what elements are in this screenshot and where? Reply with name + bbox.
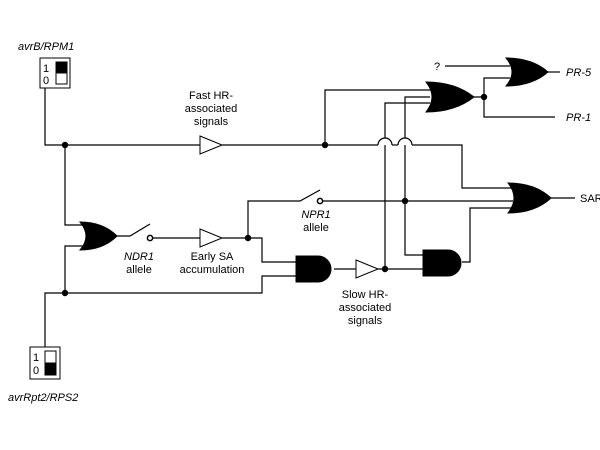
junction-dot — [244, 234, 252, 242]
junction-dot — [61, 289, 69, 297]
early-sa-label-2: accumulation — [180, 264, 245, 276]
or-gate-ndr1 — [78, 221, 118, 251]
switch-avrRpt2-RPS2: 1 0 — [29, 346, 61, 380]
junction-dot — [381, 265, 389, 273]
junction-dot — [61, 141, 69, 149]
early-sa-buffer — [199, 228, 224, 248]
slow-hr-buffer — [355, 259, 380, 279]
or-gate-pr5 — [504, 57, 549, 87]
npr1-switch-contact — [316, 197, 324, 205]
switch-top-name: avrB/RPM1 — [18, 41, 74, 53]
switch-bottom-name: avrRpt2/RPS2 — [8, 392, 78, 404]
slow-hr-label-1: Slow HR- — [342, 289, 389, 301]
junction-dot — [321, 141, 329, 149]
ndr1-switch-contact — [146, 234, 154, 242]
fast-hr-buffer — [199, 135, 224, 155]
ndr1-allele-label: allele — [126, 264, 152, 276]
pr1-label: PR-1 — [566, 112, 591, 124]
and-gate-1 — [295, 255, 332, 283]
early-sa-label-1: Early SA — [191, 251, 234, 263]
or-gate-sar — [506, 182, 552, 214]
and-gate-2 — [422, 249, 462, 277]
junction-dot — [480, 93, 488, 101]
slow-hr-label-2: associated — [339, 302, 392, 314]
switch-top-on-indicator — [55, 61, 68, 74]
switch-top-off-indicator — [55, 72, 68, 85]
fast-hr-label-1: Fast HR- — [189, 90, 233, 102]
sar-label: SAR — [580, 193, 600, 205]
npr1-label: NPR1 — [301, 209, 330, 221]
switch-bottom-label-1: 1 — [33, 352, 39, 364]
fast-hr-label-2: associated — [185, 103, 238, 115]
fast-hr-label-3: signals — [194, 116, 229, 128]
junctions — [61, 93, 488, 297]
switch-bottom-on-indicator — [44, 350, 57, 364]
ndr1-label: NDR1 — [124, 251, 154, 263]
switch-avrB-RPM1: 1 0 — [39, 57, 71, 89]
or-gate-middle — [424, 81, 475, 113]
slow-hr-label-3: signals — [348, 315, 383, 327]
wires — [44, 65, 575, 347]
switch-bottom-off-indicator — [44, 362, 57, 376]
junction-dot — [401, 197, 409, 205]
switch-top-label-0: 0 — [43, 75, 49, 87]
switch-bottom-label-0: 0 — [33, 365, 39, 377]
question-label: ? — [434, 61, 440, 73]
npr1-allele-label: allele — [303, 222, 329, 234]
pr5-label: PR-5 — [566, 67, 592, 79]
switch-top-label-1: 1 — [43, 63, 49, 75]
